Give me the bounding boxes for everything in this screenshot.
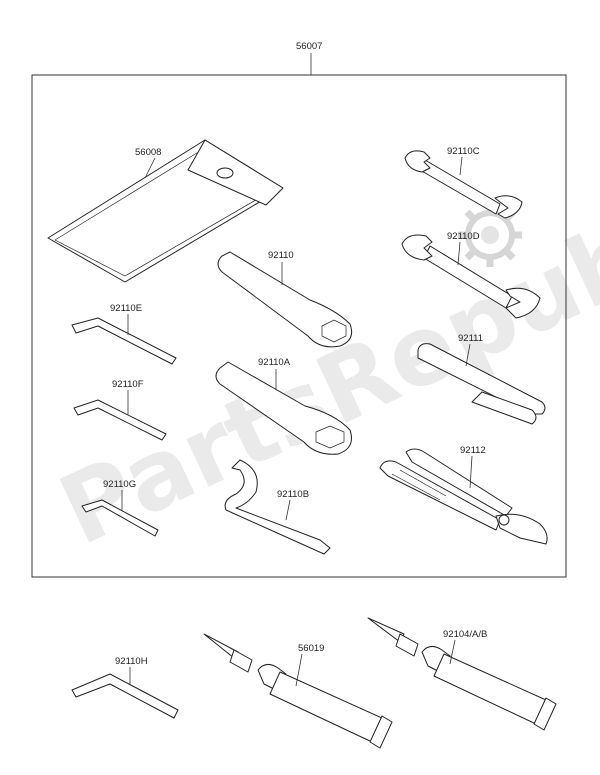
hex-f-label: 92110F [112, 379, 144, 390]
hex-h-label: 92110H [115, 656, 148, 667]
kit-frame [31, 74, 567, 578]
hex-key-e: 92110E [71, 303, 177, 365]
open-end-wrench-d: 92110D [401, 231, 541, 319]
screwdriver-handle-label: 92111 [458, 333, 483, 344]
wrench-d-label: 92110D [447, 231, 480, 242]
screwdriver-handle: 92111 [417, 333, 546, 425]
ring-wrench-a: 92110A [215, 357, 352, 455]
hook-wrench: 92110B [224, 459, 331, 555]
hex-key-g: 92110G [81, 479, 159, 537]
tube-56019-label: 56019 [298, 643, 324, 654]
case-label: 56008 [135, 147, 161, 158]
wrench-c-label: 92110C [447, 146, 480, 157]
tube-92104: 92104/A/B [367, 617, 557, 731]
pliers-label: 92112 [460, 445, 486, 456]
ring-wrench-label: 92110 [268, 250, 294, 261]
kit-label: 56007 [296, 41, 322, 52]
ring-wrench: 92110 [217, 250, 353, 348]
hex-g-label: 92110G [103, 479, 136, 490]
hook-wrench-label: 92110B [277, 489, 309, 500]
tube-56019: 56019 [203, 633, 393, 749]
hex-e-label: 92110E [110, 303, 142, 314]
open-end-wrench-c: 92110C [404, 146, 523, 219]
pliers: 92112 [379, 445, 548, 545]
ring-wrench-a-label: 92110A [258, 357, 291, 368]
tool-case: 56008 [47, 139, 284, 283]
hex-key-h: 92110H [71, 656, 179, 719]
tube-92104-label: 92104/A/B [443, 629, 487, 640]
hex-key-f: 92110F [73, 379, 167, 441]
